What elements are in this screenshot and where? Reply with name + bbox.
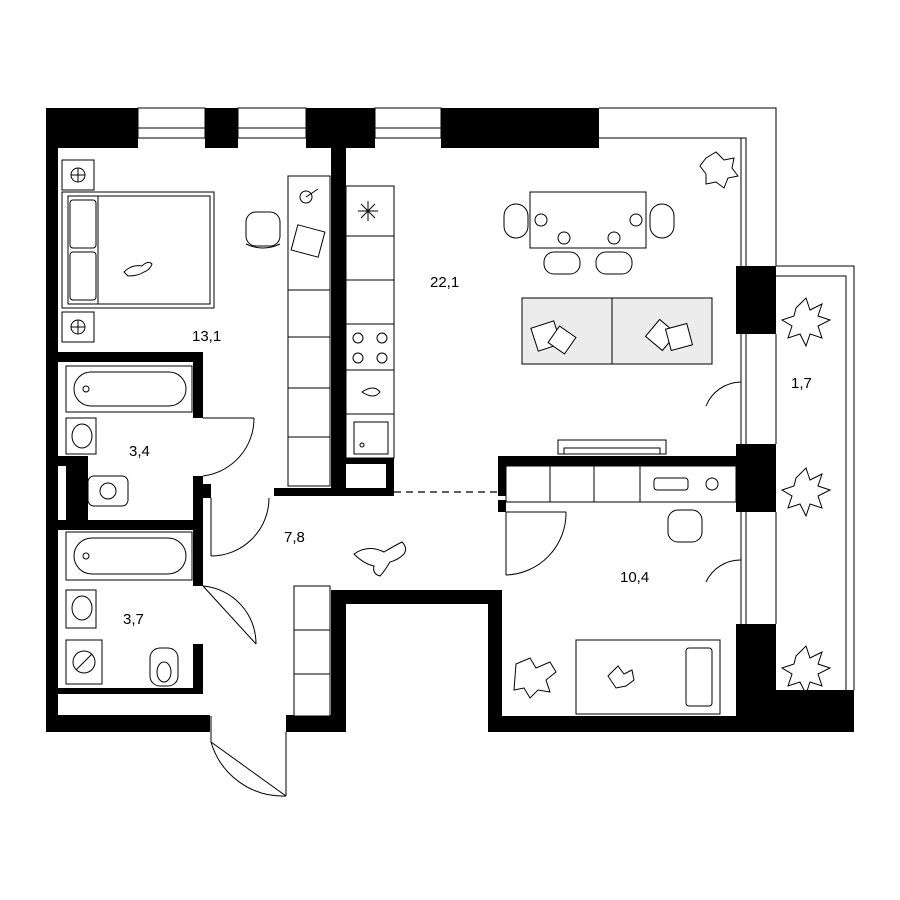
hall-closet — [293, 585, 331, 717]
bedroom-furniture — [61, 159, 331, 487]
area-label-hallway: 7,8 — [284, 529, 305, 546]
sofa — [521, 297, 713, 365]
interior-walls — [58, 108, 736, 694]
area-label-children-room: 10,4 — [620, 569, 649, 586]
area-label-bathroom-top: 3,4 — [129, 443, 150, 460]
exterior-walls — [46, 108, 854, 732]
children-room-furniture — [505, 465, 737, 715]
balcony — [776, 265, 855, 690]
area-label-balcony: 1,7 — [791, 375, 812, 392]
doors — [202, 381, 742, 797]
plant-balcony-icon — [780, 297, 832, 696]
area-label-living-kitchen: 22,1 — [430, 274, 459, 291]
plant-living — [699, 151, 739, 189]
area-label-bedroom: 13,1 — [192, 328, 221, 345]
bathroom-bottom-fixtures — [65, 531, 193, 687]
dining-set — [503, 191, 675, 275]
area-labels: 13,1 3,4 3,7 7,8 22,1 1,7 10,4 — [123, 274, 812, 628]
kitchen-furniture — [345, 185, 395, 459]
dog-icon — [353, 541, 407, 577]
area-label-bathroom-bottom: 3,7 — [123, 611, 144, 628]
tv-stand — [557, 439, 667, 455]
windows — [137, 107, 777, 624]
bathroom-top-fixtures — [65, 365, 193, 507]
